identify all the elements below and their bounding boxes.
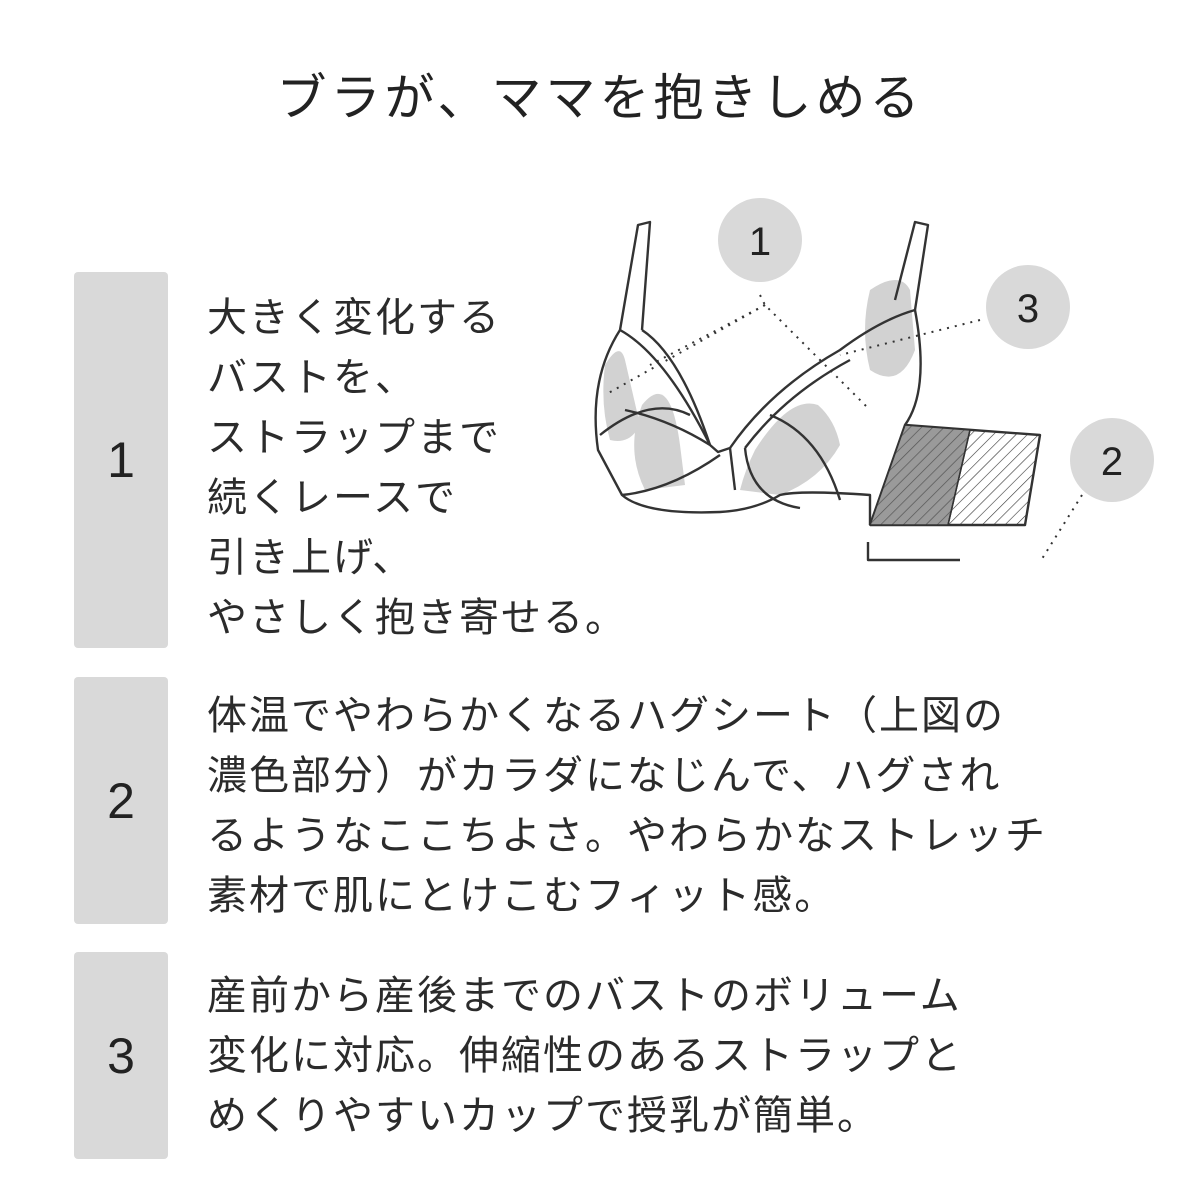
callout-1: 1	[718, 198, 802, 282]
feature-3-line: 変化に対応。伸縮性のあるストラップと	[207, 1033, 963, 1079]
feature-description-3: 産前から産後までのバストのボリューム 変化に対応。伸縮性のあるストラップと めく…	[207, 966, 963, 1146]
feature-number-2: 2	[74, 677, 168, 924]
bra-outline	[594, 220, 1042, 562]
svg-text:3: 3	[1017, 287, 1039, 331]
svg-text:2: 2	[1101, 440, 1123, 484]
feature-2-line: 濃色部分）がカラダになじんで、ハグされ	[207, 753, 1002, 799]
leader-lines	[604, 294, 1083, 563]
feature-2-line: 素材で肌にとけこむフィット感。	[207, 873, 837, 919]
feature-1-line: ストラップまで	[207, 415, 501, 461]
lace-shading	[603, 280, 915, 495]
side-panels	[868, 424, 1041, 526]
feature-3-line: 産前から産後までのバストのボリューム	[207, 973, 962, 1019]
feature-1-line: 引き上げ、	[207, 535, 415, 581]
feature-description-1: 大きく変化する バストを、 ストラップまで 続くレースで 引き上げ、 やさしく抱…	[207, 288, 627, 648]
bra-diagram: 1 3 2	[594, 198, 1154, 563]
feature-1-line: 続くレースで	[207, 475, 457, 521]
feature-1-line: 大きく変化する	[207, 295, 501, 341]
feature-1-line: バストを、	[207, 355, 417, 401]
feature-1-line: やさしく抱き寄せる。	[207, 595, 627, 641]
feature-2-line: るようなここちよさ。やわらかなストレッチ	[207, 813, 1047, 859]
feature-3-line: めくりやすいカップで授乳が簡単。	[207, 1093, 879, 1139]
feature-2-line: 体温でやわらかくなるハグシート（上図の	[207, 693, 1005, 739]
page-title: ブラが、ママを抱きしめる	[276, 69, 924, 127]
feature-description-2: 体温でやわらかくなるハグシート（上図の 濃色部分）がカラダになじんで、ハグされ …	[207, 686, 1047, 926]
callout-3: 3	[986, 265, 1070, 349]
feature-number-3: 3	[74, 952, 168, 1159]
feature-number-1: 1	[74, 272, 168, 648]
callout-2: 2	[1070, 418, 1154, 502]
svg-text:1: 1	[749, 220, 771, 264]
